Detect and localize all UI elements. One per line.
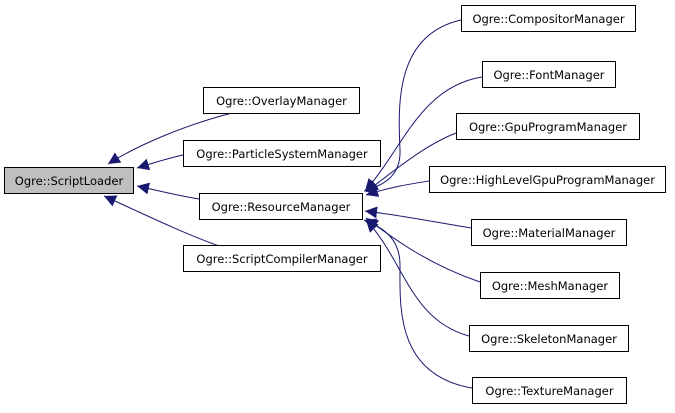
edge-compositor-to-resource <box>363 19 462 194</box>
edge-gpu-to-resource <box>365 132 457 193</box>
edges <box>103 19 483 389</box>
edge-overlay-to-scriptloader <box>107 112 233 165</box>
edge-material-to-resource <box>364 206 472 229</box>
node-compositor-manager[interactable]: Ogre::CompositorManager <box>461 5 636 32</box>
edge-texture-to-resource <box>363 218 473 389</box>
edge-highlevel-to-resource <box>365 180 430 197</box>
node-font-manager[interactable]: Ogre::FontManager <box>482 61 616 88</box>
node-skeleton-manager[interactable]: Ogre::SkeletonManager <box>469 325 629 352</box>
node-material-manager[interactable]: Ogre::MaterialManager <box>471 219 627 246</box>
node-overlay-manager[interactable]: Ogre::OverlayManager <box>203 87 360 114</box>
node-resource-manager[interactable]: Ogre::ResourceManager <box>199 193 363 220</box>
edge-compiler-to-scriptloader <box>103 195 220 247</box>
node-script-loader: Ogre::ScriptLoader <box>4 167 134 194</box>
edge-mesh-to-resource <box>365 217 481 283</box>
node-texture-manager[interactable]: Ogre::TextureManager <box>472 377 627 404</box>
node-particle-system-manager[interactable]: Ogre::ParticleSystemManager <box>183 140 381 167</box>
node-gpu-program-manager[interactable]: Ogre::GpuProgramManager <box>456 113 640 140</box>
edge-resource-to-scriptloader <box>136 182 200 200</box>
edge-particle-to-scriptloader <box>136 154 184 171</box>
edge-skeleton-to-resource <box>365 219 470 337</box>
node-mesh-manager[interactable]: Ogre::MeshManager <box>480 272 620 299</box>
node-script-compiler-manager[interactable]: Ogre::ScriptCompilerManager <box>183 245 381 272</box>
edge-font-to-resource <box>364 76 483 192</box>
node-high-level-gpu-program-manager[interactable]: Ogre::HighLevelGpuProgramManager <box>429 166 666 193</box>
